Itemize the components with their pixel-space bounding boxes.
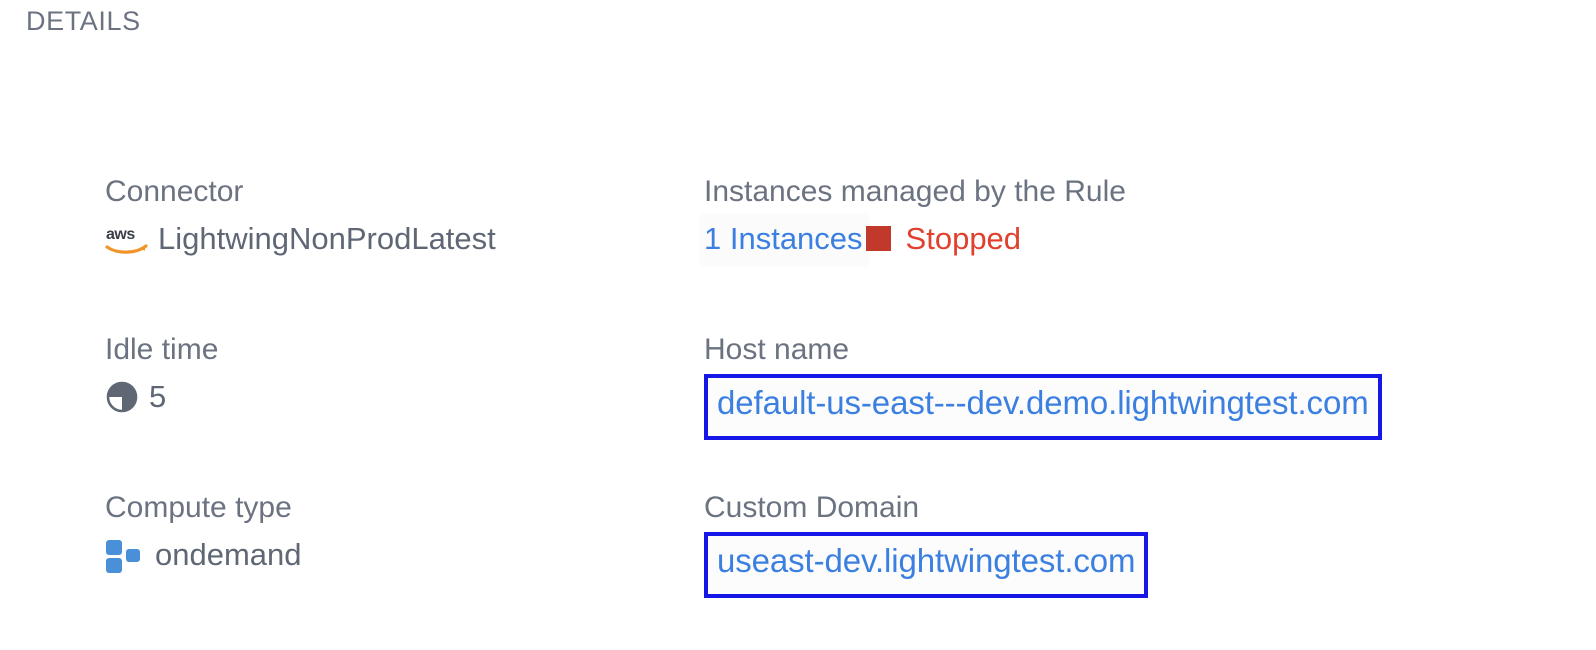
connector-name: LightwingNonProdLatest [158,220,496,256]
field-label-idle-time: Idle time [105,333,219,366]
field-compute-type: Compute type ondemand [105,492,302,574]
section-title-details: DETAILS [26,6,141,36]
field-value-compute-type: ondemand [105,538,302,574]
field-connector: Connector aws LightwingNonProdLatest [105,176,496,256]
details-row: Connector aws LightwingNonProdLatest Ins… [0,176,1596,334]
instances-count-link[interactable]: 1 Instances [699,212,870,267]
field-label-compute-type: Compute type [105,491,292,524]
idle-time-value: 5 [149,378,167,414]
field-value-instances-managed: 1 Instances Stopped [699,212,1126,267]
field-label-host-name: Host name [704,333,850,366]
custom-domain-link[interactable]: useast-dev.lightwingtest.com [717,541,1136,579]
clock-icon [105,380,139,414]
host-name-link[interactable]: default-us-east---dev.demo.lightwingtest… [717,383,1369,421]
compute-type-value: ondemand [155,537,302,573]
svg-text:aws: aws [106,226,135,243]
compute-nodes-icon [105,538,145,574]
field-value-idle-time: 5 [105,378,218,414]
custom-domain-highlight-box: useast-dev.lightwingtest.com [704,531,1149,598]
field-label-connector: Connector [105,175,244,208]
field-custom-domain: Custom Domain useast-dev.lightwingtest.c… [704,491,1149,598]
field-idle-time: Idle time 5 [105,334,218,414]
host-name-highlight-box: default-us-east---dev.demo.lightwingtest… [704,373,1382,440]
aws-logo-icon: aws [105,222,149,256]
details-field-grid: Connector aws LightwingNonProdLatest Ins… [0,176,1596,650]
instance-status-badge: Stopped [865,220,1022,256]
field-label-instances-managed: Instances managed by the Rule [704,175,1126,208]
details-row: Idle time 5 Host name default-us-east [0,334,1596,492]
field-label-custom-domain: Custom Domain [704,491,920,524]
field-value-connector: aws LightwingNonProdLatest [105,220,496,256]
details-row: Compute type ondemand Custom Domain u [0,492,1596,650]
field-instances-managed: Instances managed by the Rule 1 Instance… [699,175,1126,267]
stopped-square-icon [865,226,891,252]
instance-status-text: Stopped [905,220,1022,256]
field-host-name: Host name default-us-east---dev.demo.lig… [704,334,1382,440]
